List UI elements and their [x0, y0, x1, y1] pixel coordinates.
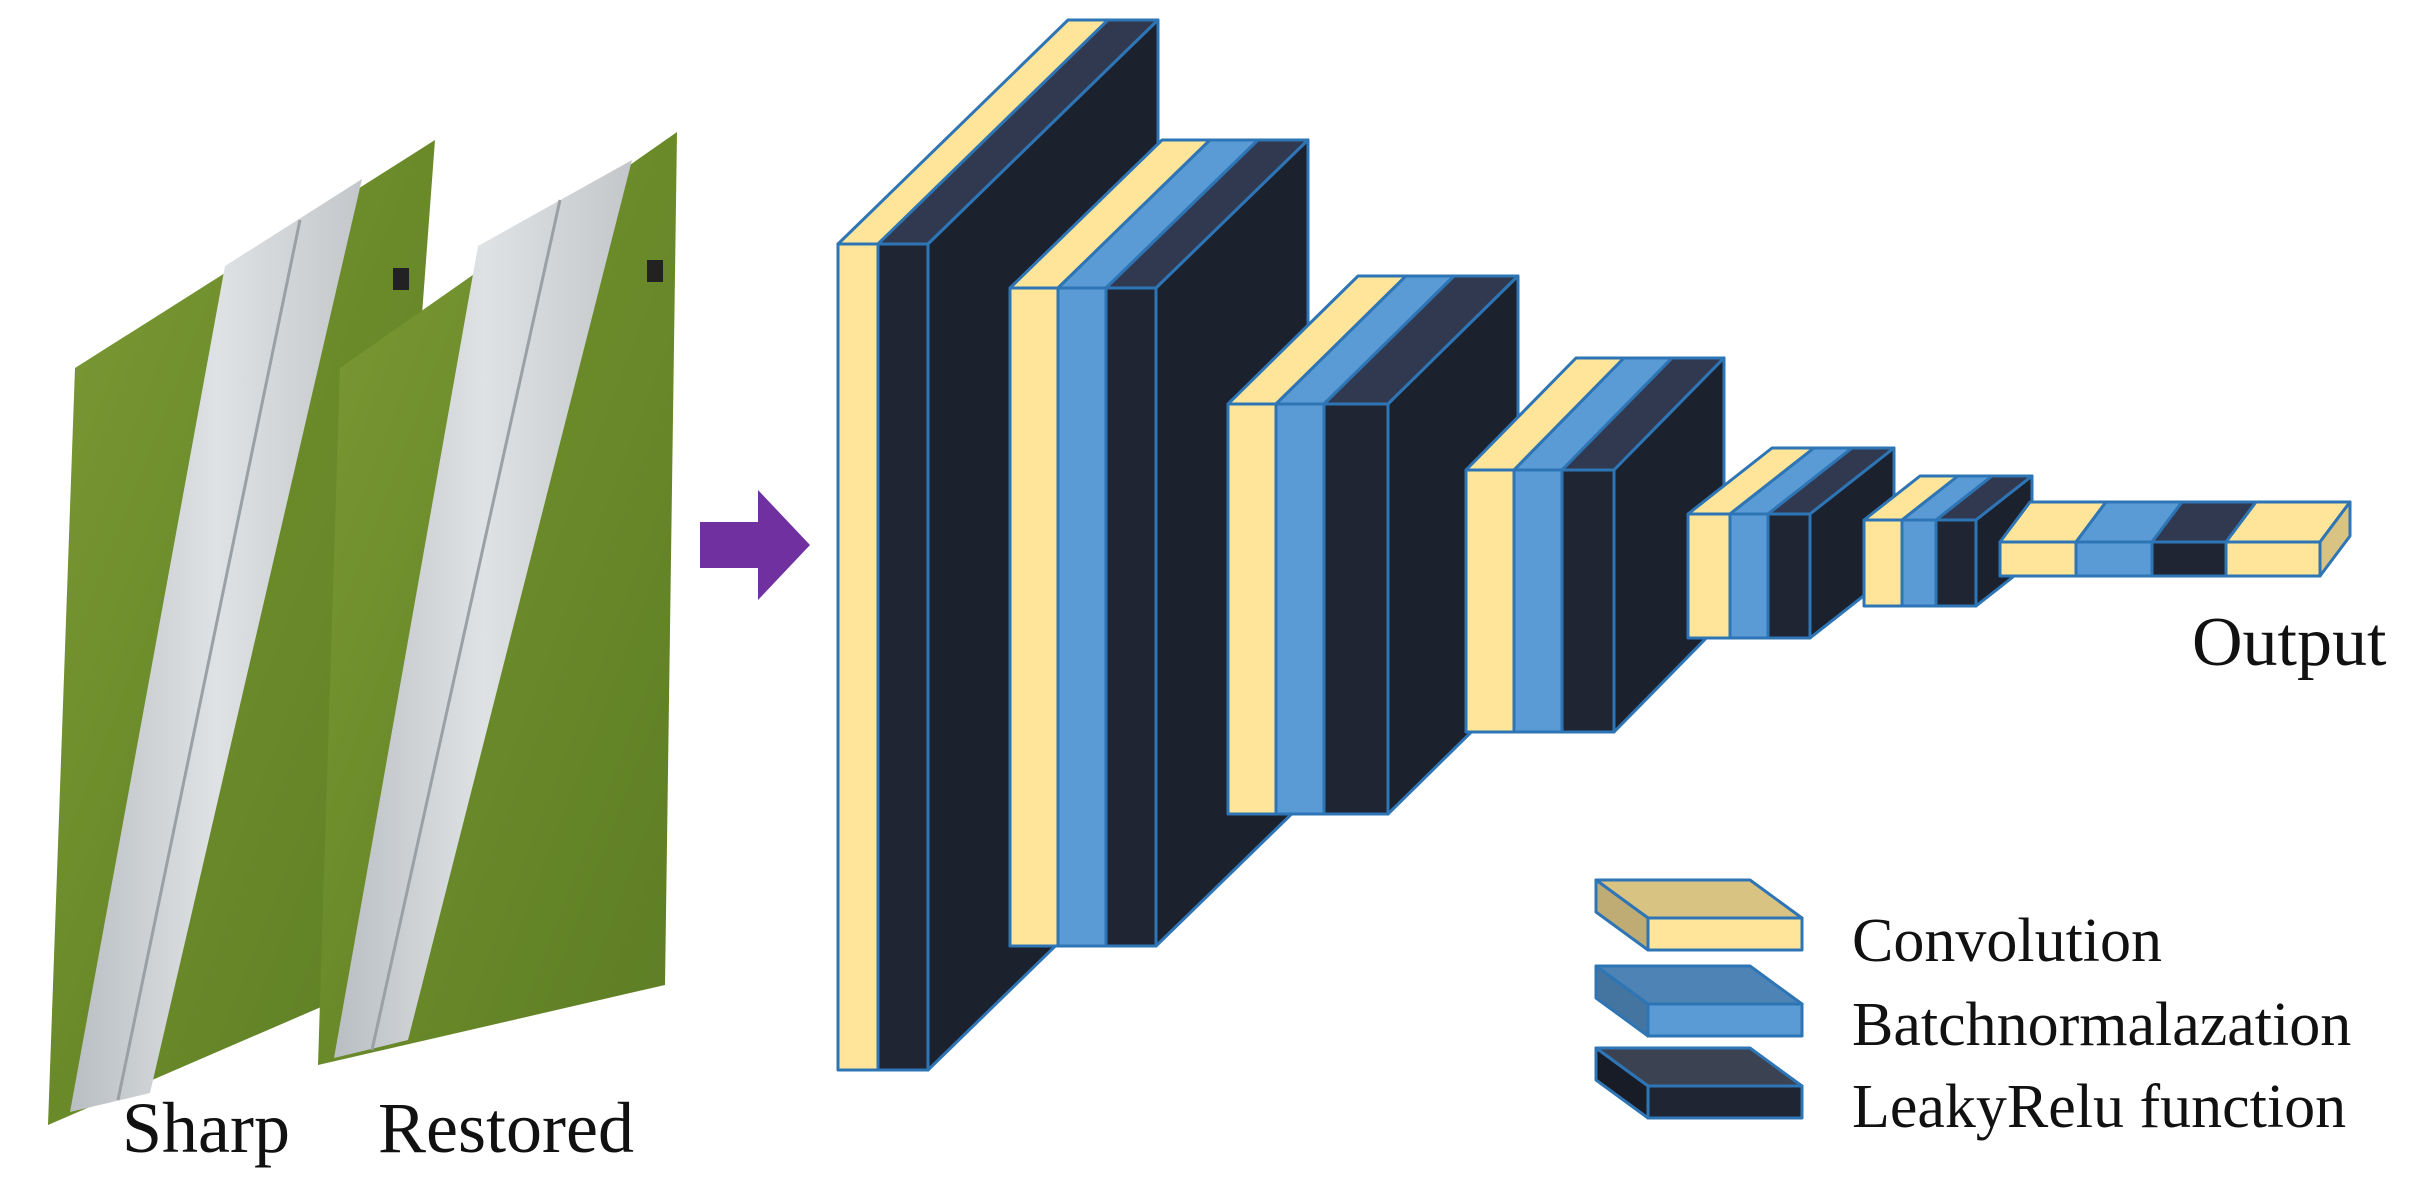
slab-front-conv: [1008, 286, 1060, 948]
slab-front-conv: [1686, 512, 1732, 640]
slab-front-conv: [1226, 402, 1278, 816]
slab-front-bn: [1900, 518, 1938, 608]
legend-side-bn: [1594, 964, 1650, 1038]
slab-front-conv: [836, 242, 880, 1072]
slab-front-conv: [2224, 540, 2322, 578]
slab-front-lrelu: [1766, 512, 1812, 640]
slab-front-lrelu: [2150, 540, 2228, 578]
slab-front-lrelu: [1934, 518, 1978, 608]
sharp-label: Sharp: [122, 1088, 290, 1168]
slab-front-bn: [1274, 402, 1326, 816]
slab-front-conv: [1998, 540, 2078, 578]
legend-front-lrelu: [1646, 1084, 1804, 1120]
legend-tile-lrelu: [1594, 1046, 1804, 1120]
legend-label-batchnorm: Batchnormalazation: [1852, 991, 2352, 1059]
legend-side-lrelu: [1594, 1046, 1650, 1120]
slab-front-bn: [1512, 468, 1564, 734]
restored-label: Restored: [378, 1088, 634, 1168]
legend-tile-bn: [1594, 964, 1804, 1038]
legend-label-convolution: Convolution: [1852, 907, 2163, 975]
legend-side-conv: [1594, 878, 1650, 952]
legend-front-conv: [1646, 916, 1804, 952]
slab-side-conv: [2318, 500, 2352, 578]
slab-front-lrelu: [1560, 468, 1616, 734]
layer-block-3: [1226, 274, 1520, 816]
network-blocks: [836, 18, 2352, 1072]
slab-front-bn: [2074, 540, 2154, 578]
slab-front-bn: [1056, 286, 1108, 948]
restored-image: [318, 132, 677, 1065]
layer-block-6: [1862, 474, 2034, 608]
legend-tiles: [1594, 878, 1804, 1120]
legend-label-leakyrelu: LeakyRelu function: [1852, 1073, 2347, 1141]
slab-front-lrelu: [1104, 286, 1158, 948]
arrow-icon: [700, 490, 810, 600]
legend-tile-conv: [1594, 878, 1804, 952]
legend-front-bn: [1646, 1002, 1804, 1038]
slab-front-lrelu: [1322, 402, 1390, 816]
output-label: Output: [2192, 604, 2387, 681]
slab-front-conv: [1464, 468, 1516, 734]
slab-front-lrelu: [876, 242, 930, 1072]
slab-front-conv: [1862, 518, 1904, 608]
layer-block-5: [1686, 446, 1896, 640]
layer-block-7: [1998, 500, 2352, 578]
slab-front-bn: [1728, 512, 1770, 640]
